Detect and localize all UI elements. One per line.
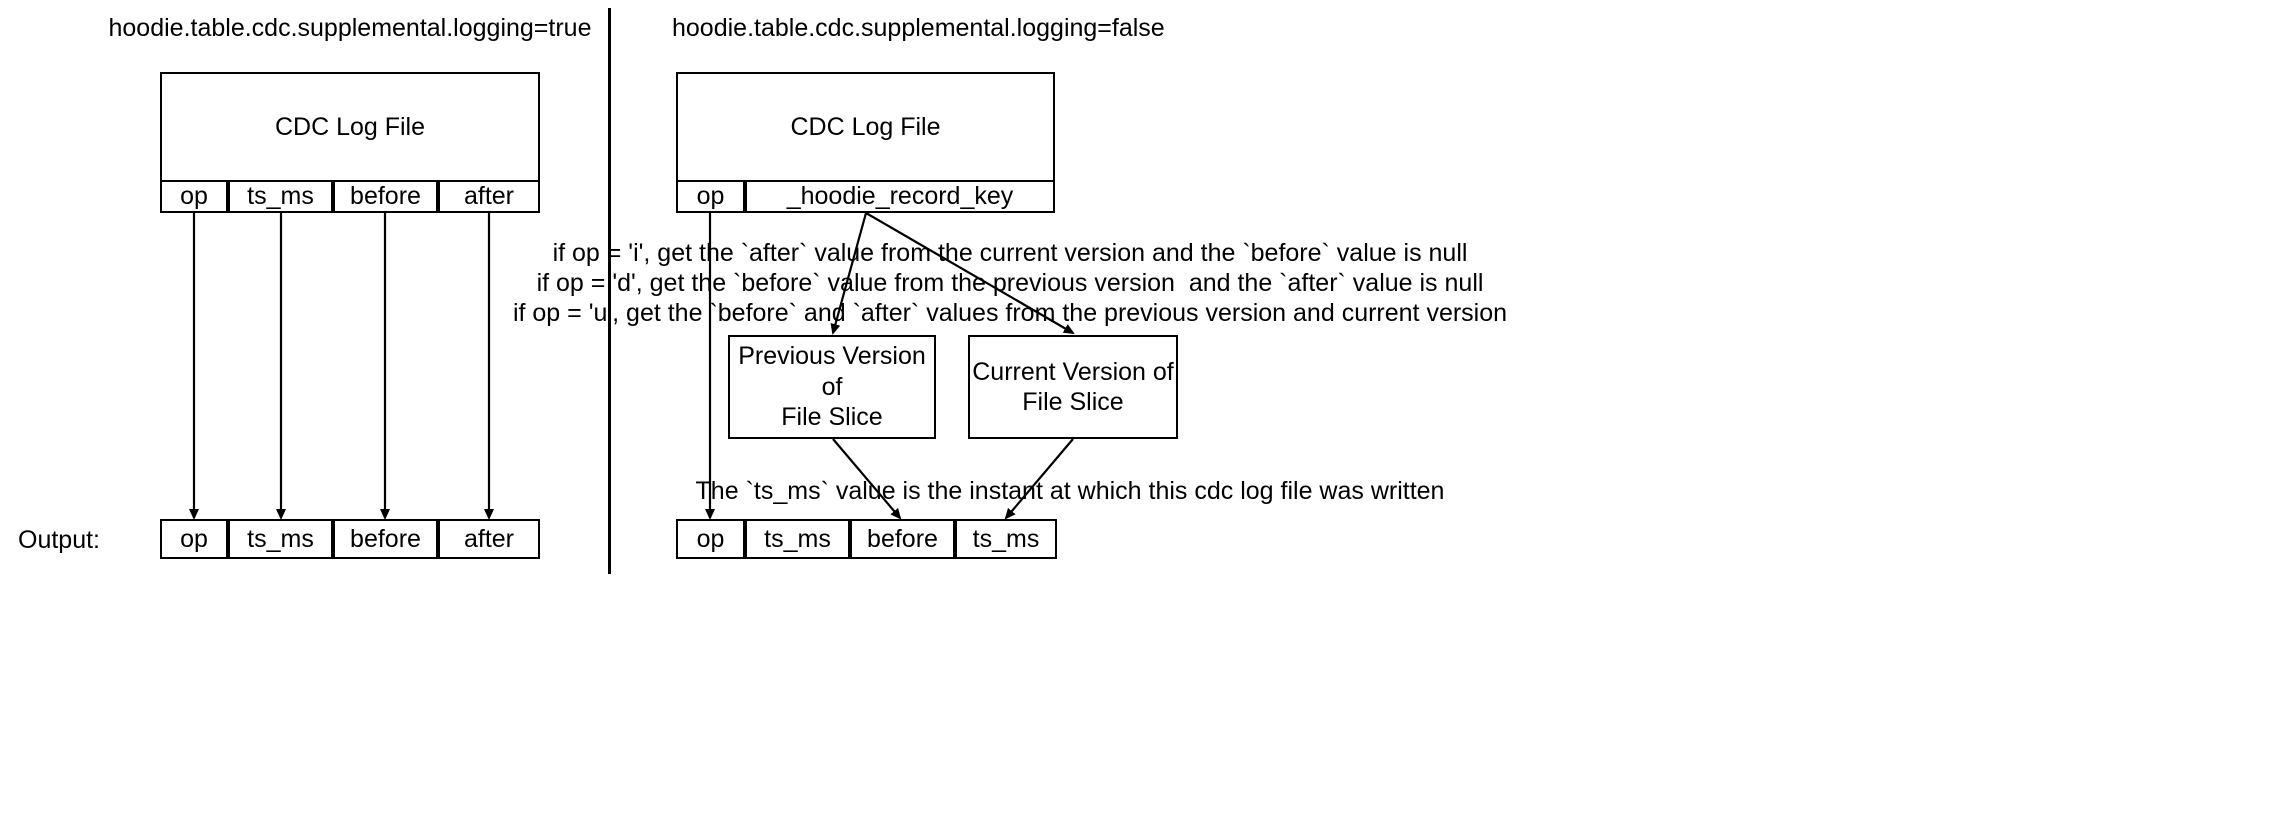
left-schema-cell-after: after: [438, 180, 540, 213]
right-cdc-log-file-box: CDC Log File: [676, 72, 1055, 182]
left-schema-cell-ts-ms: ts_ms: [228, 180, 333, 213]
left-output-cell-after-label: after: [463, 524, 515, 553]
panel-title-left: hoodie.table.cdc.supplemental.logging=tr…: [108, 14, 592, 42]
right-output-cell-ts-ms-2-label: ts_ms: [972, 524, 1040, 553]
right-schema-cell-hoodie-record-key: _hoodie_record_key: [745, 180, 1055, 213]
ts-ms-note-annotation: The `ts_ms` value is the instant at whic…: [695, 477, 1445, 505]
current-version-line-2: File Slice: [1022, 388, 1124, 416]
right-output-cell-op-label: op: [696, 524, 725, 553]
current-version-file-slice-box: Current Version of File Slice: [968, 335, 1178, 439]
right-output-cell-op: op: [676, 519, 745, 559]
left-output-cell-ts-ms-label: ts_ms: [247, 524, 314, 553]
cdc-rule-line-2: if op = 'd', get the `before` value from…: [536, 269, 1484, 297]
left-schema-cell-after-label: after: [463, 182, 515, 210]
previous-version-file-slice-box: Previous Version of File Slice: [728, 335, 936, 439]
right-schema-cell-op: op: [676, 180, 745, 213]
output-label: Output:: [18, 526, 100, 554]
right-output-cell-ts-ms: ts_ms: [745, 519, 850, 559]
right-output-cell-before: before: [850, 519, 955, 559]
right-output-cell-before-label: before: [867, 524, 938, 553]
right-output-cell-ts-ms-label: ts_ms: [764, 524, 831, 553]
cdc-rule-line-3: if op = 'u', get the `before` and `after…: [512, 299, 1508, 327]
right-schema-cell-op-label: op: [696, 182, 725, 210]
left-output-cell-before-label: before: [350, 524, 421, 553]
left-schema-cell-before-label: before: [350, 182, 421, 210]
left-schema-cell-op: op: [160, 180, 228, 213]
previous-version-line-2: File Slice: [781, 403, 883, 432]
left-cdc-log-file-label: CDC Log File: [274, 112, 426, 141]
left-output-cell-after: after: [438, 519, 540, 559]
left-output-cell-op: op: [160, 519, 228, 559]
left-schema-cell-op-label: op: [180, 182, 208, 210]
previous-version-line-1: Previous Version of: [738, 342, 926, 401]
current-version-line-1: Current Version of: [972, 357, 1174, 386]
cdc-rule-line-1: if op = 'i', get the `after` value from …: [552, 239, 1468, 267]
left-output-cell-ts-ms: ts_ms: [228, 519, 333, 559]
right-cdc-log-file-label: CDC Log File: [790, 112, 941, 141]
left-output-cell-op-label: op: [180, 524, 208, 553]
panel-title-right: hoodie.table.cdc.supplemental.logging=fa…: [672, 14, 1165, 42]
right-output-cell-ts-ms-2: ts_ms: [955, 519, 1057, 559]
left-cdc-log-file-box: CDC Log File: [160, 72, 540, 182]
left-schema-cell-before: before: [333, 180, 438, 213]
left-schema-cell-ts-ms-label: ts_ms: [247, 182, 314, 210]
panel-divider: [608, 8, 611, 574]
right-schema-cell-hoodie-record-key-label: _hoodie_record_key: [786, 182, 1014, 210]
left-output-cell-before: before: [333, 519, 438, 559]
